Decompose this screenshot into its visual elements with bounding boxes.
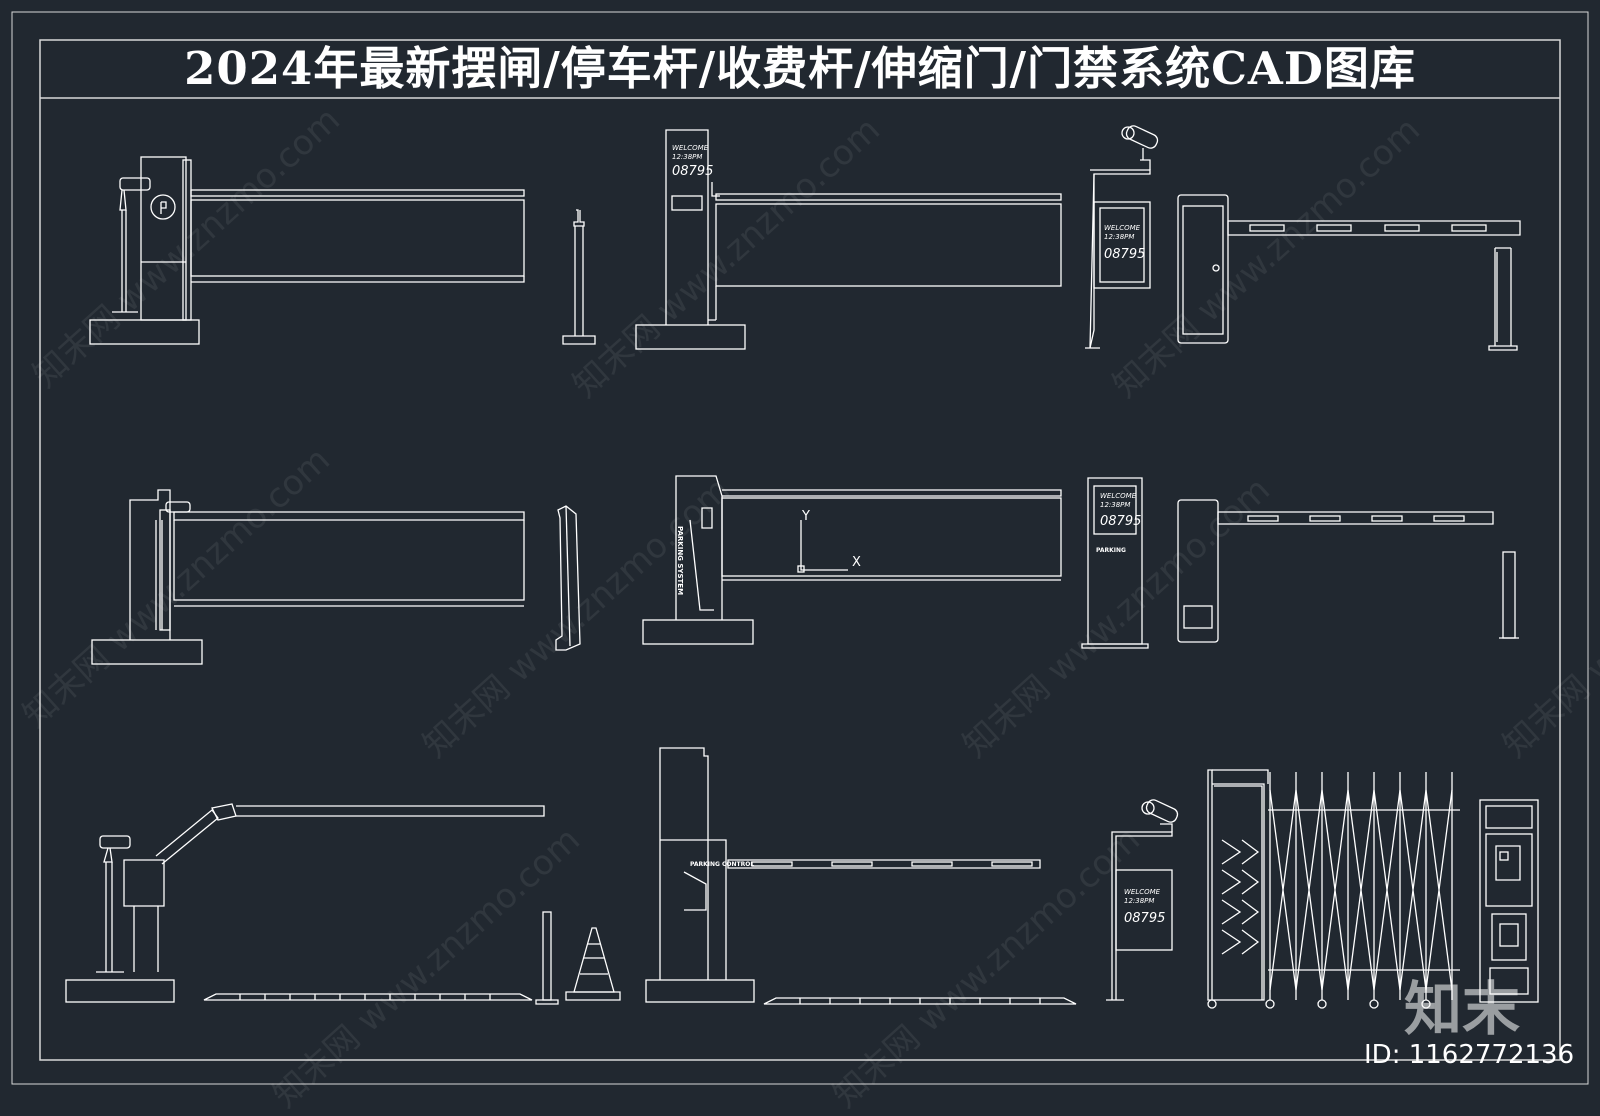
parking-kiosk xyxy=(1081,477,1149,649)
kiosk3-display-time: 12:38PM xyxy=(1124,897,1154,905)
axis-label-y: Y xyxy=(801,509,810,524)
turnstile-post xyxy=(555,505,581,651)
kiosk3-display-number: 08795 xyxy=(1124,911,1165,926)
kiosk2-display-time: 12:38PM xyxy=(1100,501,1130,509)
barrier-gate-with-camera-2 xyxy=(91,489,525,665)
bollard-post-1 xyxy=(562,209,596,345)
telescopic-gate xyxy=(1207,769,1460,1009)
toll-station-barrier xyxy=(635,129,1062,350)
access-control-terminal xyxy=(1479,799,1539,1003)
speed-bump-2 xyxy=(763,997,1077,1005)
barrier-gate-with-camera-1 xyxy=(89,156,525,345)
drawing-title: 2024年最新摆闸/停车杆/收费杆/伸缩门/门禁系统CAD图库 xyxy=(184,42,1416,95)
short-bollard xyxy=(535,911,559,1005)
kiosk3-display-welcome: WELCOME xyxy=(1124,888,1161,896)
axis-label-x: X xyxy=(852,555,861,570)
kiosk-display-welcome: WELCOME xyxy=(1104,224,1141,232)
camera-kiosk-sign-1 xyxy=(1085,125,1159,349)
parking-control-barrier xyxy=(645,747,1041,1003)
kiosk-display-number: 08795 xyxy=(1104,247,1145,262)
parking-system-label: PARKING SYSTEM xyxy=(676,526,684,595)
kiosk2-parking-label: PARKING xyxy=(1096,547,1126,554)
brand-watermark-logo: 知末 xyxy=(1404,975,1521,1043)
inner-border xyxy=(39,39,1561,1061)
kiosk-display-time: 12:38PM xyxy=(1104,233,1134,241)
speed-bump-1 xyxy=(203,993,533,1001)
station-display-time: 12:38PM xyxy=(672,153,702,161)
station-display-number: 08795 xyxy=(672,164,713,179)
parking-system-barrier xyxy=(642,475,1062,645)
kiosk2-display-welcome: WELCOME xyxy=(1100,492,1137,500)
image-id-label: ID: 1162772136 xyxy=(1364,1040,1575,1070)
barrier-gate-with-camera-3 xyxy=(65,803,545,1003)
cabinet-barrier-1 xyxy=(1177,194,1521,351)
outer-border xyxy=(11,11,1589,1085)
station-display-welcome: WELCOME xyxy=(672,144,709,152)
traffic-cone xyxy=(565,927,621,1001)
kiosk2-display-number: 08795 xyxy=(1100,514,1141,529)
camera-kiosk-sign-2 xyxy=(1106,799,1179,1001)
cabinet-barrier-2 xyxy=(1177,499,1519,643)
parking-control-label: PARKING CONTROL xyxy=(690,861,754,868)
